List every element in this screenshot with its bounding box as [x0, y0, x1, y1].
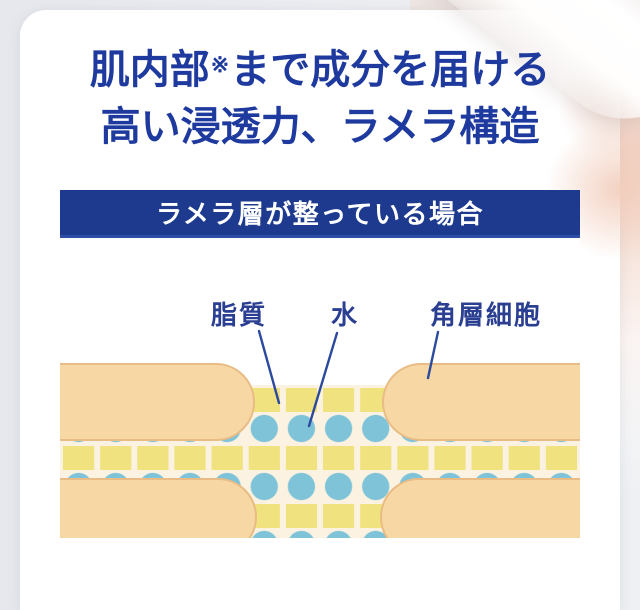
- leader-lines: [257, 329, 440, 428]
- page-title-line2: 高い浸透力、ラメラ構造: [100, 102, 540, 150]
- label-lipid: 脂質: [210, 300, 268, 330]
- label-corneocyte: 角層細胞: [429, 300, 543, 330]
- page-title: 肌内部※まで成分を届ける 高い浸透力、ラメラ構造: [0, 42, 640, 156]
- label-water: 水: [330, 300, 360, 330]
- lamellar-structure-diagram: ラメラ層が整っている場合 脂質 水 角層細胞: [60, 190, 580, 538]
- water-circles-row: [60, 530, 580, 538]
- diagram-title: ラメラ層が整っている場合: [156, 199, 484, 229]
- corneocyte-cell-bottom-left: [60, 478, 257, 538]
- leader-line-water: [307, 331, 339, 428]
- corneocyte-cell-bottom-right: [380, 478, 580, 538]
- lipid-squares-row: [60, 443, 580, 472]
- page-title-line1-suffix: まで成分を届ける: [230, 46, 551, 93]
- leader-line-corneocyte: [426, 330, 440, 380]
- reference-note-mark: ※: [210, 52, 230, 78]
- corneocyte-cell-top-left: [60, 363, 255, 441]
- page-title-line1-prefix: 肌内部: [89, 46, 210, 93]
- leader-line-lipid: [257, 329, 281, 405]
- page-title-line1: 肌内部※まで成分を届ける: [0, 42, 640, 99]
- corneocyte-cell-top-right: [382, 363, 580, 441]
